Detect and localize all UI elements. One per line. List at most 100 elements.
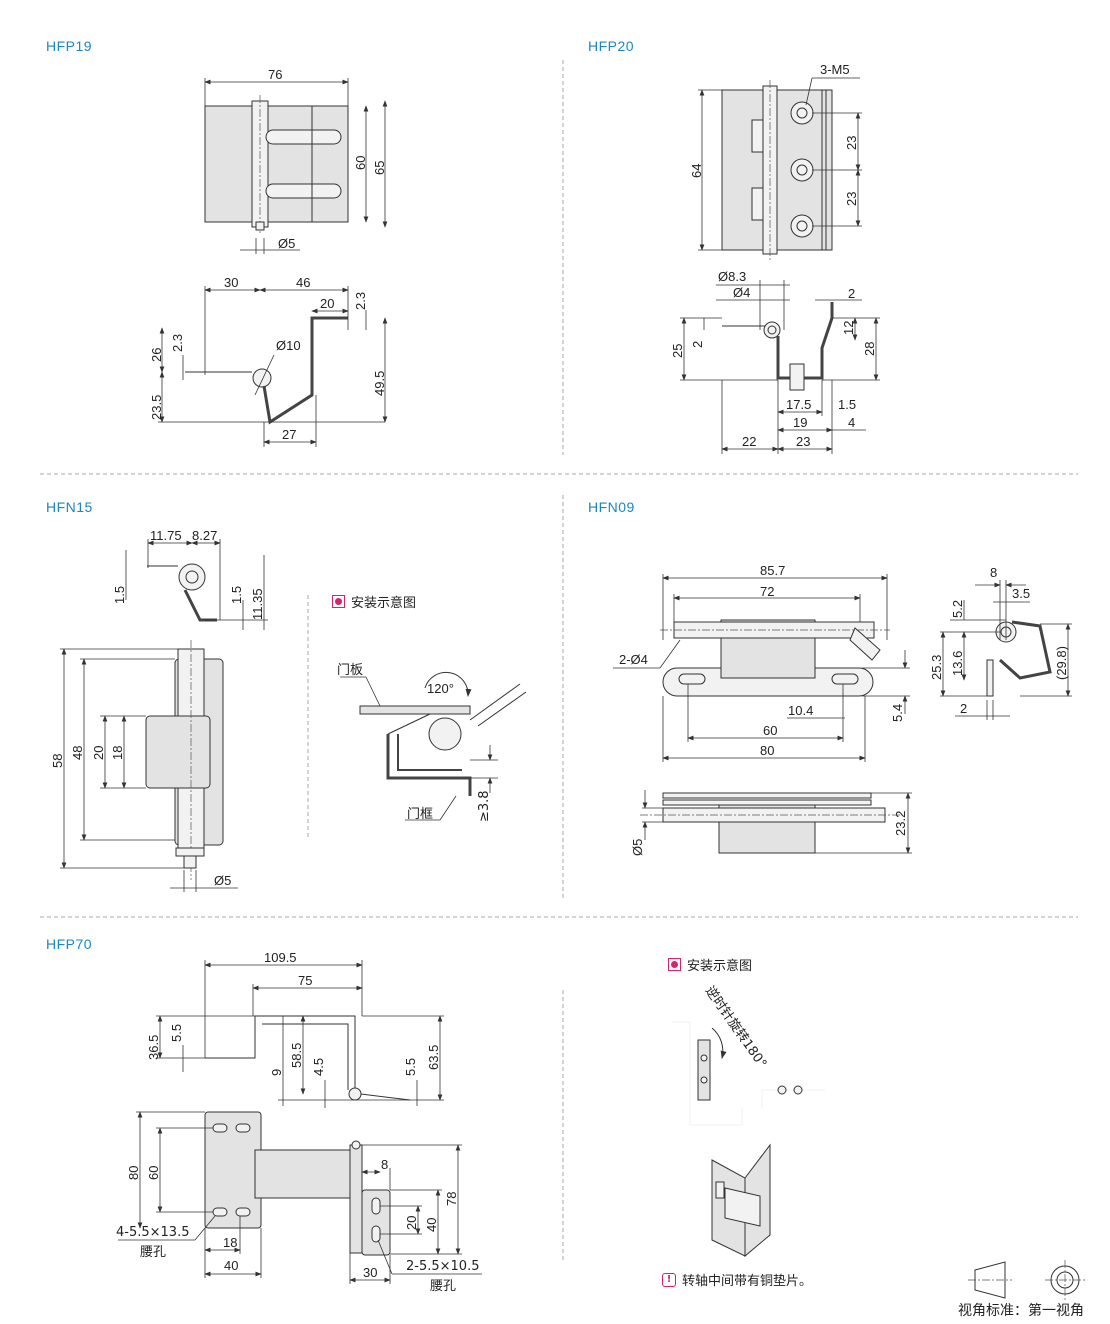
dimension-label: 5.2	[950, 600, 965, 618]
hfp20-drawing: 3-M5 64 23 23 Ø8.3 Ø4 2 25 2 12 28 17.5 …	[670, 62, 880, 454]
hfp70-install-diagram: 逆时针旋转180°	[672, 983, 825, 1258]
dimension-label: 23.2	[893, 811, 908, 836]
dimension-label: 3.5	[1012, 586, 1030, 601]
dimension-label: 23	[844, 192, 859, 206]
dimension-label: 40	[224, 1258, 238, 1273]
install-note-hfp70: 安装示意图	[668, 955, 752, 974]
dimension-label: 8	[990, 565, 997, 580]
hfn15-drawing: 11.75 8.27 1.5 1.5 11.35 58 48 20 18 Ø5 …	[50, 528, 527, 892]
dimension-label: 60	[353, 156, 368, 170]
dimension-label: 18	[223, 1235, 237, 1250]
dim-76: 76	[268, 67, 282, 82]
dimension-label: 23.5	[149, 395, 164, 420]
dimension-label: 20	[320, 296, 334, 311]
dimension-label: 12	[841, 321, 856, 335]
title-hfp70: HFP70	[46, 936, 93, 952]
hfn09-drawing: 85.7 72 2-Ø4 10.4 5.4 60 80 Ø5 23.2 8 3.…	[613, 563, 1072, 856]
dimension-label: 2-Ø4	[619, 652, 648, 667]
install-label-hfp70: 安装示意图	[687, 959, 753, 974]
dimension-label: 2.3	[170, 334, 185, 352]
dimension-label: 48	[70, 746, 85, 760]
dimension-label: 2	[960, 701, 967, 716]
dimension-label: 64	[689, 164, 704, 178]
dimension-label: 120°	[427, 681, 454, 696]
dimension-label: ≥3.8	[477, 790, 492, 822]
warning-text: 转轴中间带有铜垫片。	[682, 1274, 813, 1289]
dimension-label: 2-5.5×10.5	[406, 1259, 479, 1274]
dimension-label: 109.5	[264, 950, 297, 965]
title-hfp19: HFP19	[46, 38, 93, 54]
dimension-label: 腰孔	[140, 1245, 166, 1260]
warning-note: ! 转轴中间带有铜垫片。	[662, 1270, 812, 1289]
dimension-label: 4-5.5×13.5	[116, 1225, 189, 1240]
dimension-label: 8.27	[192, 528, 217, 543]
dimension-label: 26	[149, 348, 164, 362]
dimension-label: 65	[372, 161, 387, 175]
title-hfn15: HFN15	[46, 499, 93, 515]
dimension-label: 18	[110, 746, 125, 760]
dimension-label: 60	[763, 723, 777, 738]
dimension-label: Ø5	[630, 839, 645, 856]
hfp19-drawing: 76 60 65 Ø5 30 46 20 2.3 2.3 26 Ø10 23.5…	[149, 67, 388, 447]
title-hfn09: HFN09	[588, 499, 635, 515]
dimension-label: 2.3	[353, 292, 368, 310]
dimension-label: 11.75	[150, 528, 182, 543]
dimension-label: 17.5	[786, 397, 811, 412]
dimension-label: (29.8)	[1054, 646, 1069, 680]
hfn15-install-diagram: 门板 120° 门框 ≥3.8	[337, 663, 527, 822]
dimension-label: Ø8.3	[718, 269, 746, 284]
dimension-label: 49.5	[372, 371, 387, 396]
dimension-label: 23	[796, 434, 810, 449]
dimension-label: 30	[363, 1265, 377, 1280]
dimension-label: 20	[91, 746, 106, 760]
dimension-label: Ø5	[214, 873, 231, 888]
dimension-label: 4.5	[311, 1058, 326, 1076]
dimension-label: 40	[424, 1218, 439, 1232]
dimension-label: 门框	[407, 807, 433, 822]
dimension-label: 2	[848, 286, 855, 301]
dimension-label: 72	[760, 584, 774, 599]
dimension-label: 2	[690, 341, 705, 348]
title-hfp20: HFP20	[588, 38, 635, 54]
dimension-label: 25.3	[929, 655, 944, 680]
dimension-label: 腰孔	[430, 1279, 456, 1294]
dimension-label: 3-M5	[820, 62, 850, 77]
dimension-label: 85.7	[760, 563, 785, 578]
dimension-label: 58	[50, 754, 65, 768]
dimension-label: 逆时针旋转180°	[702, 983, 770, 1071]
exclamation-icon: !	[662, 1272, 676, 1287]
dimension-label: 36.5	[146, 1035, 161, 1060]
dimension-label: 1.5	[838, 397, 856, 412]
dimension-label: 30	[224, 275, 238, 290]
dimension-label: Ø10	[276, 338, 301, 353]
dimension-label: 46	[296, 275, 310, 290]
dimension-label: 11.35	[250, 588, 265, 620]
dimension-label: 78	[444, 1192, 459, 1206]
dimension-label: 门板	[337, 663, 363, 678]
dimension-label: 75	[298, 973, 312, 988]
projection-symbol-icon	[968, 1260, 1085, 1300]
dimension-label: 63.5	[426, 1045, 441, 1070]
dimension-label: 60	[146, 1166, 161, 1180]
dimension-label: 23	[844, 136, 859, 150]
dimension-label: Ø4	[733, 285, 750, 300]
screw-icon	[790, 101, 814, 238]
dimension-label: 13.6	[950, 651, 965, 676]
dimension-label: 8	[381, 1157, 388, 1172]
dimension-label: 20	[404, 1216, 419, 1230]
install-note-hfn15: 安装示意图	[332, 592, 416, 611]
slot-icon	[212, 1123, 381, 1243]
marker-icon	[668, 958, 681, 971]
dimension-label: 1.5	[229, 586, 244, 604]
dimension-label: Ø5	[278, 236, 295, 251]
dimension-label: 4	[848, 415, 855, 430]
dimension-label: 10.4	[788, 703, 813, 718]
dimension-label: 5.4	[890, 704, 905, 722]
dimension-label: 28	[862, 342, 877, 356]
dimension-label: 5.5	[403, 1058, 418, 1076]
dimension-label: 1.5	[112, 586, 127, 604]
dimension-label: 80	[760, 743, 774, 758]
dimension-label: 9	[269, 1069, 284, 1076]
dimension-label: 58.5	[289, 1043, 304, 1068]
